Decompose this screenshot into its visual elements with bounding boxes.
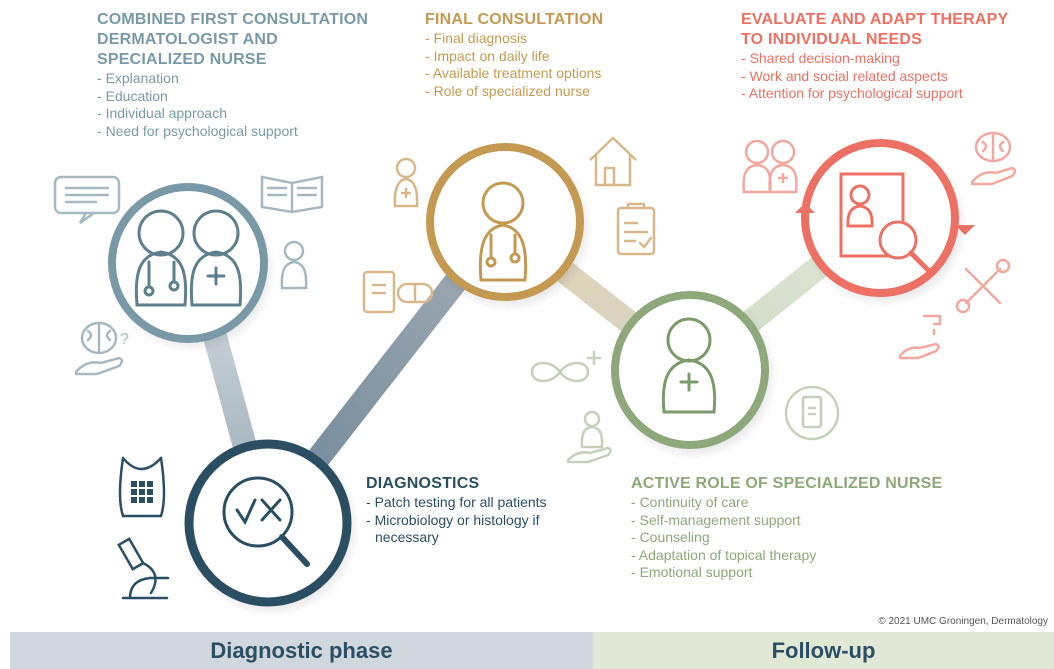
footer-follow-up-label: Follow-up xyxy=(771,637,876,663)
tools-icon xyxy=(955,258,1011,314)
copyright: © 2021 UMC Groningen, Dermatology xyxy=(878,616,1048,627)
list-item: Available treatment options xyxy=(425,65,603,83)
list-item: Final diagnosis xyxy=(425,30,603,48)
list-item: Adaptation of topical therapy xyxy=(631,547,942,565)
cream-tube-icon xyxy=(362,270,396,314)
diagnostics-block: DIAGNOSTICS Patch testing for all patien… xyxy=(366,474,547,547)
first-consultation-block: COMBINED FIRST CONSULTATION DERMATOLOGIS… xyxy=(97,10,368,140)
active-role-list: Continuity of care Self-management suppo… xyxy=(631,494,942,582)
footer-follow-up: Follow-up xyxy=(593,632,1054,669)
microscope-icon xyxy=(117,537,170,600)
person-hand-icon xyxy=(566,410,612,464)
patch-test-back-icon xyxy=(118,456,166,518)
house-icon xyxy=(589,136,637,187)
list-item: Patch testing for all patients xyxy=(366,494,547,512)
list-item: Education xyxy=(97,88,368,106)
list-item: Attention for psychological support xyxy=(741,85,1008,103)
dermatologist-nurse-icon xyxy=(108,183,276,353)
infinity-plus-icon xyxy=(530,350,602,383)
first-consultation-title: COMBINED FIRST CONSULTATION DERMATOLOGIS… xyxy=(97,11,369,68)
diagnostics-title: DIAGNOSTICS xyxy=(366,475,480,492)
magnifier-check-x-icon xyxy=(184,439,360,617)
list-item: Microbiology or histology if xyxy=(366,512,547,530)
list-item: Impact on daily life xyxy=(425,48,603,66)
active-role-block: ACTIVE ROLE OF SPECIALIZED NURSE Continu… xyxy=(631,474,942,582)
doctor-icon xyxy=(425,143,593,312)
evaluate-block: EVALUATE AND ADAPT THERAPY TO INDIVIDUAL… xyxy=(741,10,1008,103)
list-item: Work and social related aspects xyxy=(741,68,1008,86)
nurse-small-icon xyxy=(393,157,419,208)
final-consultation-title: FINAL CONSULTATION xyxy=(425,11,604,28)
list-item: necessary xyxy=(375,529,439,546)
final-consultation-block: FINAL CONSULTATION Final diagnosis Impac… xyxy=(425,10,603,100)
footer-diagnostic-label: Diagnostic phase xyxy=(210,637,393,663)
list-item: Counseling xyxy=(631,529,942,547)
washing-hands-icon xyxy=(898,314,942,360)
nurse-icon xyxy=(610,291,778,460)
cream-cycle-icon xyxy=(784,385,840,441)
brain-hand-icon: ? xyxy=(74,321,129,376)
first-consultation-list: Explanation Education Individual approac… xyxy=(97,70,368,140)
list-item: Emotional support xyxy=(631,564,942,582)
footer-diagnostic-phase: Diagnostic phase xyxy=(10,632,593,669)
evaluate-title: EVALUATE AND ADAPT THERAPY TO INDIVIDUAL… xyxy=(741,11,1009,48)
svg-text:?: ? xyxy=(120,331,129,348)
person-icon xyxy=(280,240,308,290)
pill-icon xyxy=(396,282,434,304)
active-role-title: ACTIVE ROLE OF SPECIALIZED NURSE xyxy=(631,475,943,492)
list-item: Shared decision-making xyxy=(741,50,1008,68)
evaluate-list: Shared decision-making Work and social r… xyxy=(741,50,1008,103)
list-item: Explanation xyxy=(97,70,368,88)
duo-small-icon xyxy=(742,139,798,194)
list-item: Need for psychological support xyxy=(97,123,368,141)
brain-hand-coral-icon xyxy=(970,131,1017,186)
evaluate-cycle-icon xyxy=(795,139,975,308)
list-item: Individual approach xyxy=(97,105,368,123)
list-item: Self-management support xyxy=(631,512,942,530)
list-item: Role of specialized nurse xyxy=(425,83,603,101)
list-item: Continuity of care xyxy=(631,494,942,512)
final-consultation-list: Final diagnosis Impact on daily life Ava… xyxy=(425,30,603,100)
diagnostics-list: Patch testing for all patients Microbiol… xyxy=(366,494,547,547)
clipboard-icon xyxy=(616,202,656,256)
open-book-icon xyxy=(260,175,324,214)
chat-bubble-icon xyxy=(53,175,121,225)
pathway-diagram: ? xyxy=(53,131,1017,617)
